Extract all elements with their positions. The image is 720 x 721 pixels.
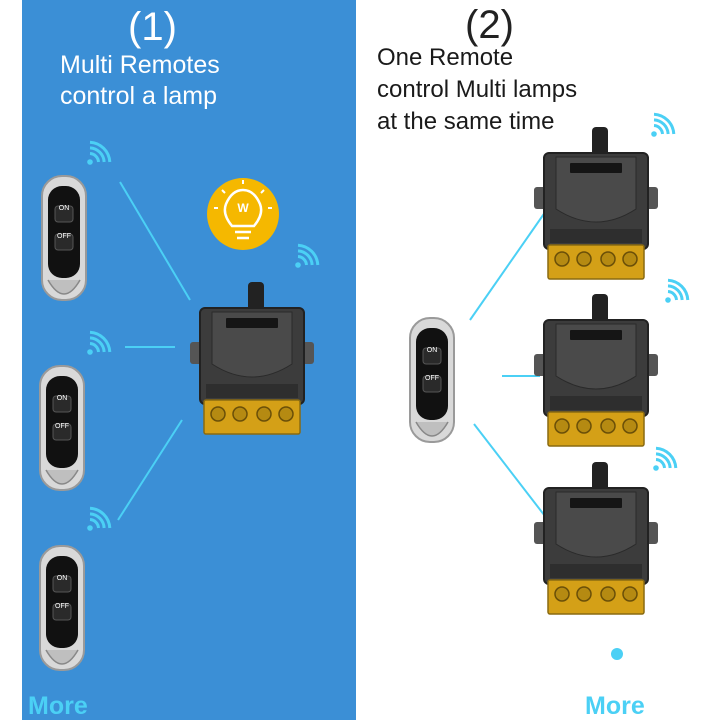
relay-left <box>189 281 315 435</box>
remote-left-2-off-label: OFF <box>55 423 69 430</box>
left-signal-lines <box>117 181 191 521</box>
left-caption-line1: Multi Remotes <box>60 51 220 79</box>
wifi-icon-relay-left <box>293 239 324 270</box>
remote-left-3-on-label: ON <box>57 575 68 582</box>
more-dot <box>611 648 623 660</box>
signal-line-right-bottom <box>473 423 549 521</box>
right-caption: One Remote control Multi lamps at the sa… <box>377 42 677 138</box>
wifi-icon-left-1 <box>85 136 116 167</box>
right-panel-number: (2) <box>465 3 514 47</box>
signal-line-top <box>119 181 191 301</box>
more-link-right[interactable]: More <box>585 692 645 720</box>
remote-left-1-on-label: ON <box>59 205 70 212</box>
right-caption-line2: control Multi lamps <box>377 75 578 103</box>
more-link-left[interactable]: More <box>28 692 88 720</box>
lamp-icon <box>207 178 279 250</box>
remote-right-on-label: ON <box>427 347 438 354</box>
remote-left-1-off-label: OFF <box>57 233 71 240</box>
wifi-icon-relay-right-3 <box>651 442 682 473</box>
relay-right-1 <box>533 126 659 280</box>
left-panel-number: (1) <box>128 5 177 49</box>
right-caption-line3: at the same time <box>377 107 555 135</box>
right-caption-line1: One Remote <box>377 44 514 71</box>
wifi-icon-left-3 <box>85 502 116 533</box>
wifi-icon-left-2 <box>85 326 116 357</box>
signal-line-right-top <box>469 207 549 321</box>
remote-right-off-label: OFF <box>425 375 439 382</box>
remote-left-2-on-label: ON <box>57 395 68 402</box>
left-caption: Multi Remotes control a lamp <box>60 50 340 113</box>
wifi-icon-relay-right-2 <box>663 274 694 305</box>
remote-left-3-off-label: OFF <box>55 603 69 610</box>
right-signal-lines <box>469 207 549 521</box>
relay-right-3 <box>533 461 659 615</box>
left-caption-line2: control a lamp <box>60 82 218 111</box>
relay-right-2 <box>533 293 659 447</box>
lamp-letter: W <box>237 201 249 215</box>
signal-line-bottom <box>117 419 183 521</box>
